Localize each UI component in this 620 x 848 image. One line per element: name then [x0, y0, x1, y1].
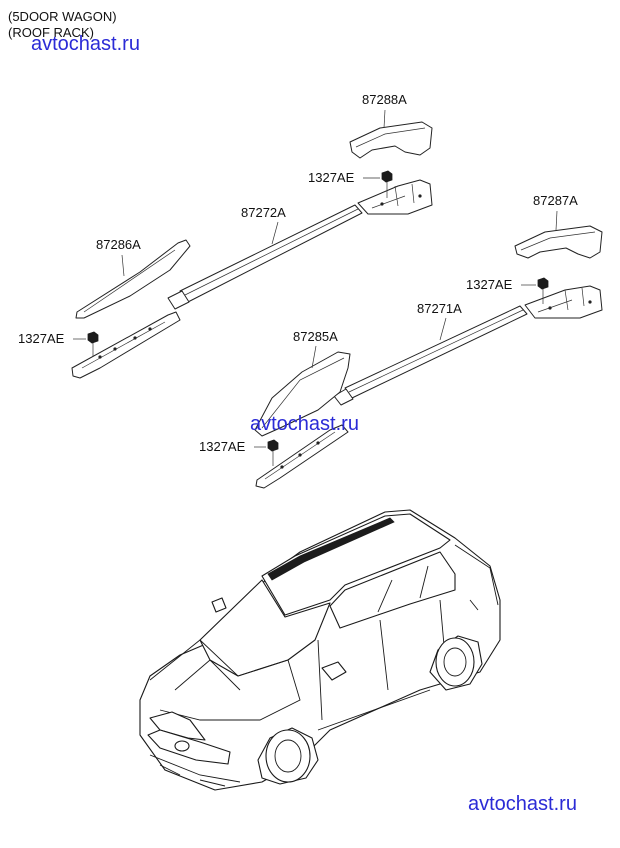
label-1327ae-left: 1327AE — [18, 331, 65, 346]
label-1327ae-lower-left: 1327AE — [199, 439, 246, 454]
bolt-icon-left — [87, 331, 99, 344]
bolt-lower-left: 1327AE — [199, 439, 279, 466]
bolt-upper-right: 1327AE — [308, 170, 393, 198]
label-87286a: 87286A — [96, 237, 141, 252]
end-cap-87288a — [349, 121, 433, 159]
car-windshield — [199, 579, 331, 677]
bolt-left: 1327AE — [18, 331, 99, 356]
watermark-bottom: avtochast.ru — [468, 793, 577, 815]
rail-joint-front — [167, 290, 190, 310]
car-front-wheel — [265, 729, 311, 783]
cover-87287a: 87287A — [514, 193, 603, 259]
watermark-top: avtochast.ru — [31, 33, 140, 55]
bolt-icon-lower-left — [267, 439, 279, 452]
car-side-windows — [329, 551, 456, 629]
label-87272a: 87272A — [241, 205, 286, 220]
car-side-mirror-far — [211, 597, 227, 613]
roof-rail-87271a — [344, 305, 528, 399]
diagram-subtitle-body: (5DOOR WAGON) — [8, 9, 117, 24]
rear-mount-bracket-upper-right — [357, 179, 433, 215]
rail-87271a-assembly: 87271A — [255, 285, 603, 489]
car-roof-rail-left — [267, 517, 395, 581]
car-badge — [174, 740, 190, 752]
cover-87286a: 87286A — [75, 237, 191, 319]
vehicle-illustration — [139, 509, 501, 791]
car-rear-wheel — [435, 637, 475, 687]
bolt-icon-lower-right — [537, 277, 549, 290]
label-87285a: 87285A — [293, 329, 338, 344]
end-cap-87285a — [254, 351, 351, 437]
watermark-middle: avtochast.ru — [250, 413, 359, 435]
rail-joint-rear — [333, 388, 354, 406]
label-1327ae-lower-right: 1327AE — [466, 277, 513, 292]
front-mount-bracket-upper-left — [71, 311, 181, 379]
label-1327ae-upper: 1327AE — [308, 170, 355, 185]
bolt-icon-upper — [381, 170, 393, 183]
car-roof — [261, 513, 451, 616]
label-87271a: 87271A — [417, 301, 462, 316]
label-87288a: 87288A — [362, 92, 407, 107]
car-side-mirror — [321, 661, 347, 681]
diagram-subtitle-option: (ROOF RACK) — [8, 25, 94, 40]
cover-87285a: 87285A — [254, 329, 351, 437]
rail-87272a-assembly: 87272A — [71, 179, 433, 379]
label-87287a: 87287A — [533, 193, 578, 208]
cover-87288a: 87288A — [349, 92, 433, 159]
bolt-lower-right: 1327AE — [466, 277, 549, 304]
front-mount-bracket-lower-left — [255, 424, 349, 489]
end-cap-87287a — [514, 225, 603, 259]
